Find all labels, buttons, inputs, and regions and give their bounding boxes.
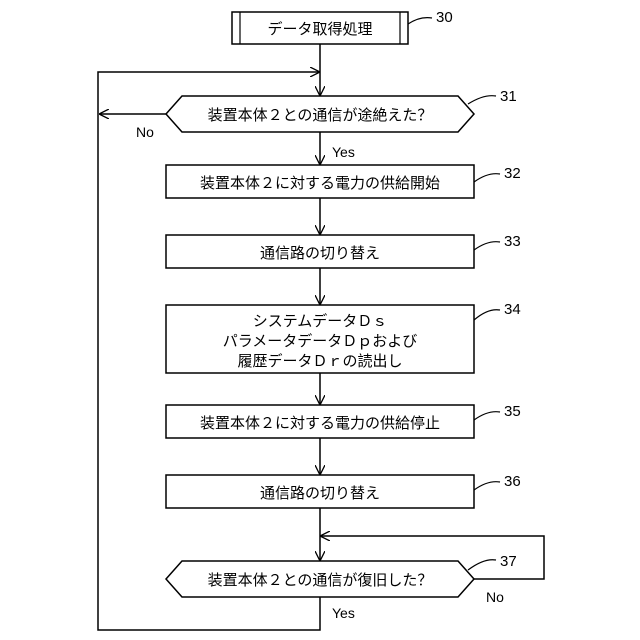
decision-restore-label: 装置本体２との通信が復旧した？ (208, 571, 433, 589)
decision-lost-label: 装置本体２との通信が途絶えた？ (208, 106, 433, 124)
switch1-box: 通信路の切り替え (166, 235, 474, 268)
edge-yes2-label: Yes (332, 605, 355, 621)
decision-restore-box: 装置本体２との通信が復旧した？ (166, 561, 474, 597)
switch2-label: 通信路の切り替え (260, 484, 380, 502)
ref-32: 32 (504, 165, 521, 182)
switch1-label: 通信路の切り替え (260, 244, 380, 262)
ref-33: 33 (504, 233, 521, 250)
ref-30: 30 (436, 9, 453, 26)
ref-36: 36 (504, 473, 521, 490)
ref-31: 31 (500, 88, 517, 105)
ref-leader-37 (468, 560, 496, 570)
ref-leader-32 (474, 174, 500, 182)
ref-leader-36 (474, 482, 500, 490)
power-stop-label: 装置本体２に対する電力の供給停止 (200, 414, 440, 432)
ref-leader-31 (468, 96, 496, 104)
ref-37: 37 (500, 553, 517, 570)
decision-lost-box: 装置本体２との通信が途絶えた？ (166, 96, 474, 132)
start-label: データ取得処理 (267, 20, 372, 38)
ref-leader-33 (474, 242, 500, 250)
edge-no2-label: No (486, 589, 504, 605)
power-start-label: 装置本体２に対する電力の供給開始 (200, 174, 440, 192)
edge-no1-label: No (136, 124, 154, 140)
ref-leader-35 (474, 412, 500, 420)
ref-35: 35 (504, 403, 521, 420)
ref-leader-30 (408, 18, 432, 24)
ref-34: 34 (504, 301, 521, 318)
read-data-line-2: パラメータデータＤｐおよび (223, 332, 418, 350)
power-start-box: 装置本体２に対する電力の供給開始 (166, 165, 474, 198)
power-stop-box: 装置本体２に対する電力の供給停止 (166, 405, 474, 438)
read-data-line-3: 履歴データＤｒの読出し (237, 352, 402, 370)
start-box: データ取得処理 (232, 12, 408, 44)
ref-leader-34 (474, 310, 500, 320)
read-data-box: システムデータＤｓ パラメータデータＤｐおよび 履歴データＤｒの読出し (166, 305, 474, 373)
read-data-line-1: システムデータＤｓ (253, 312, 388, 330)
switch2-box: 通信路の切り替え (166, 475, 474, 508)
edge-yes1-label: Yes (332, 144, 355, 160)
